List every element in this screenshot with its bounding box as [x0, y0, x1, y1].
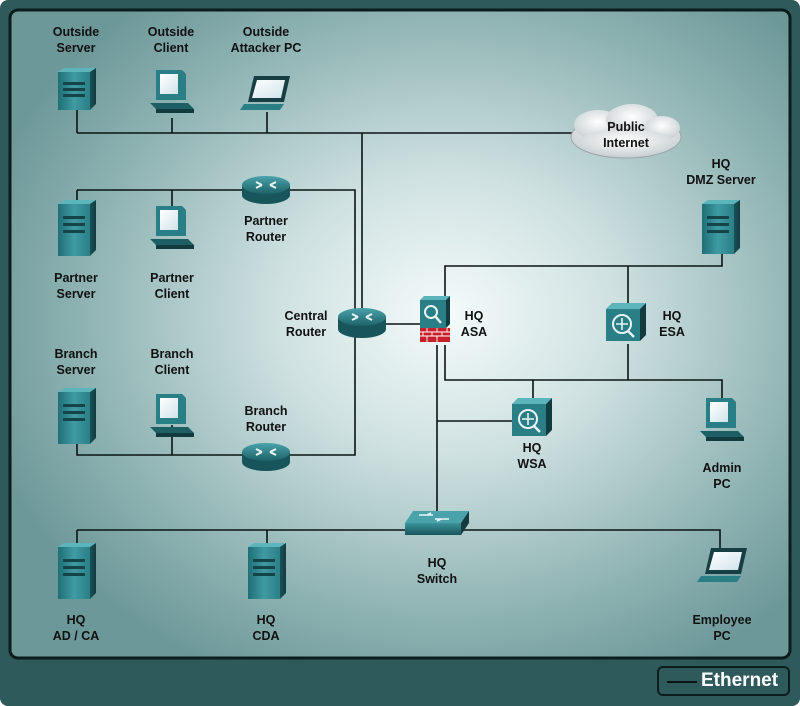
- public-internet-cloud-icon: [570, 104, 682, 159]
- branch-server-icon: [58, 388, 96, 444]
- partner-server-icon: [58, 200, 96, 256]
- admin-pc-icon: [700, 398, 744, 441]
- diagram-panel: [8, 8, 792, 660]
- hq-ad-ca-server-icon: [58, 543, 96, 599]
- outside-attacker-laptop-icon: [240, 76, 290, 110]
- hq-switch-icon: [405, 511, 469, 535]
- hq-asa-firewall-icon: [420, 296, 450, 342]
- link-partner-bus: [77, 189, 356, 312]
- link-outside-drops: [76, 110, 268, 133]
- branch-client-icon: [150, 394, 194, 437]
- hq-cda-server-icon: [248, 543, 286, 599]
- hq-esa-appliance-icon: [606, 303, 646, 341]
- legend: Ethernet: [657, 666, 790, 696]
- ethernet-legend-line: [667, 681, 697, 683]
- hq-wsa-appliance-icon: [512, 398, 552, 436]
- partner-client-icon: [150, 206, 194, 249]
- employee-pc-laptop-icon: [697, 548, 747, 582]
- central-router-icon: [338, 308, 386, 338]
- outside-server-icon: [58, 68, 96, 110]
- partner-router-icon: [242, 176, 290, 204]
- legend-label: Ethernet: [701, 670, 779, 691]
- branch-router-icon: [242, 443, 290, 471]
- link-asa-inside: [444, 345, 723, 400]
- outside-client-icon: [150, 70, 194, 113]
- hq-dmz-server-icon: [702, 200, 740, 254]
- link-asa-dmz: [444, 254, 723, 300]
